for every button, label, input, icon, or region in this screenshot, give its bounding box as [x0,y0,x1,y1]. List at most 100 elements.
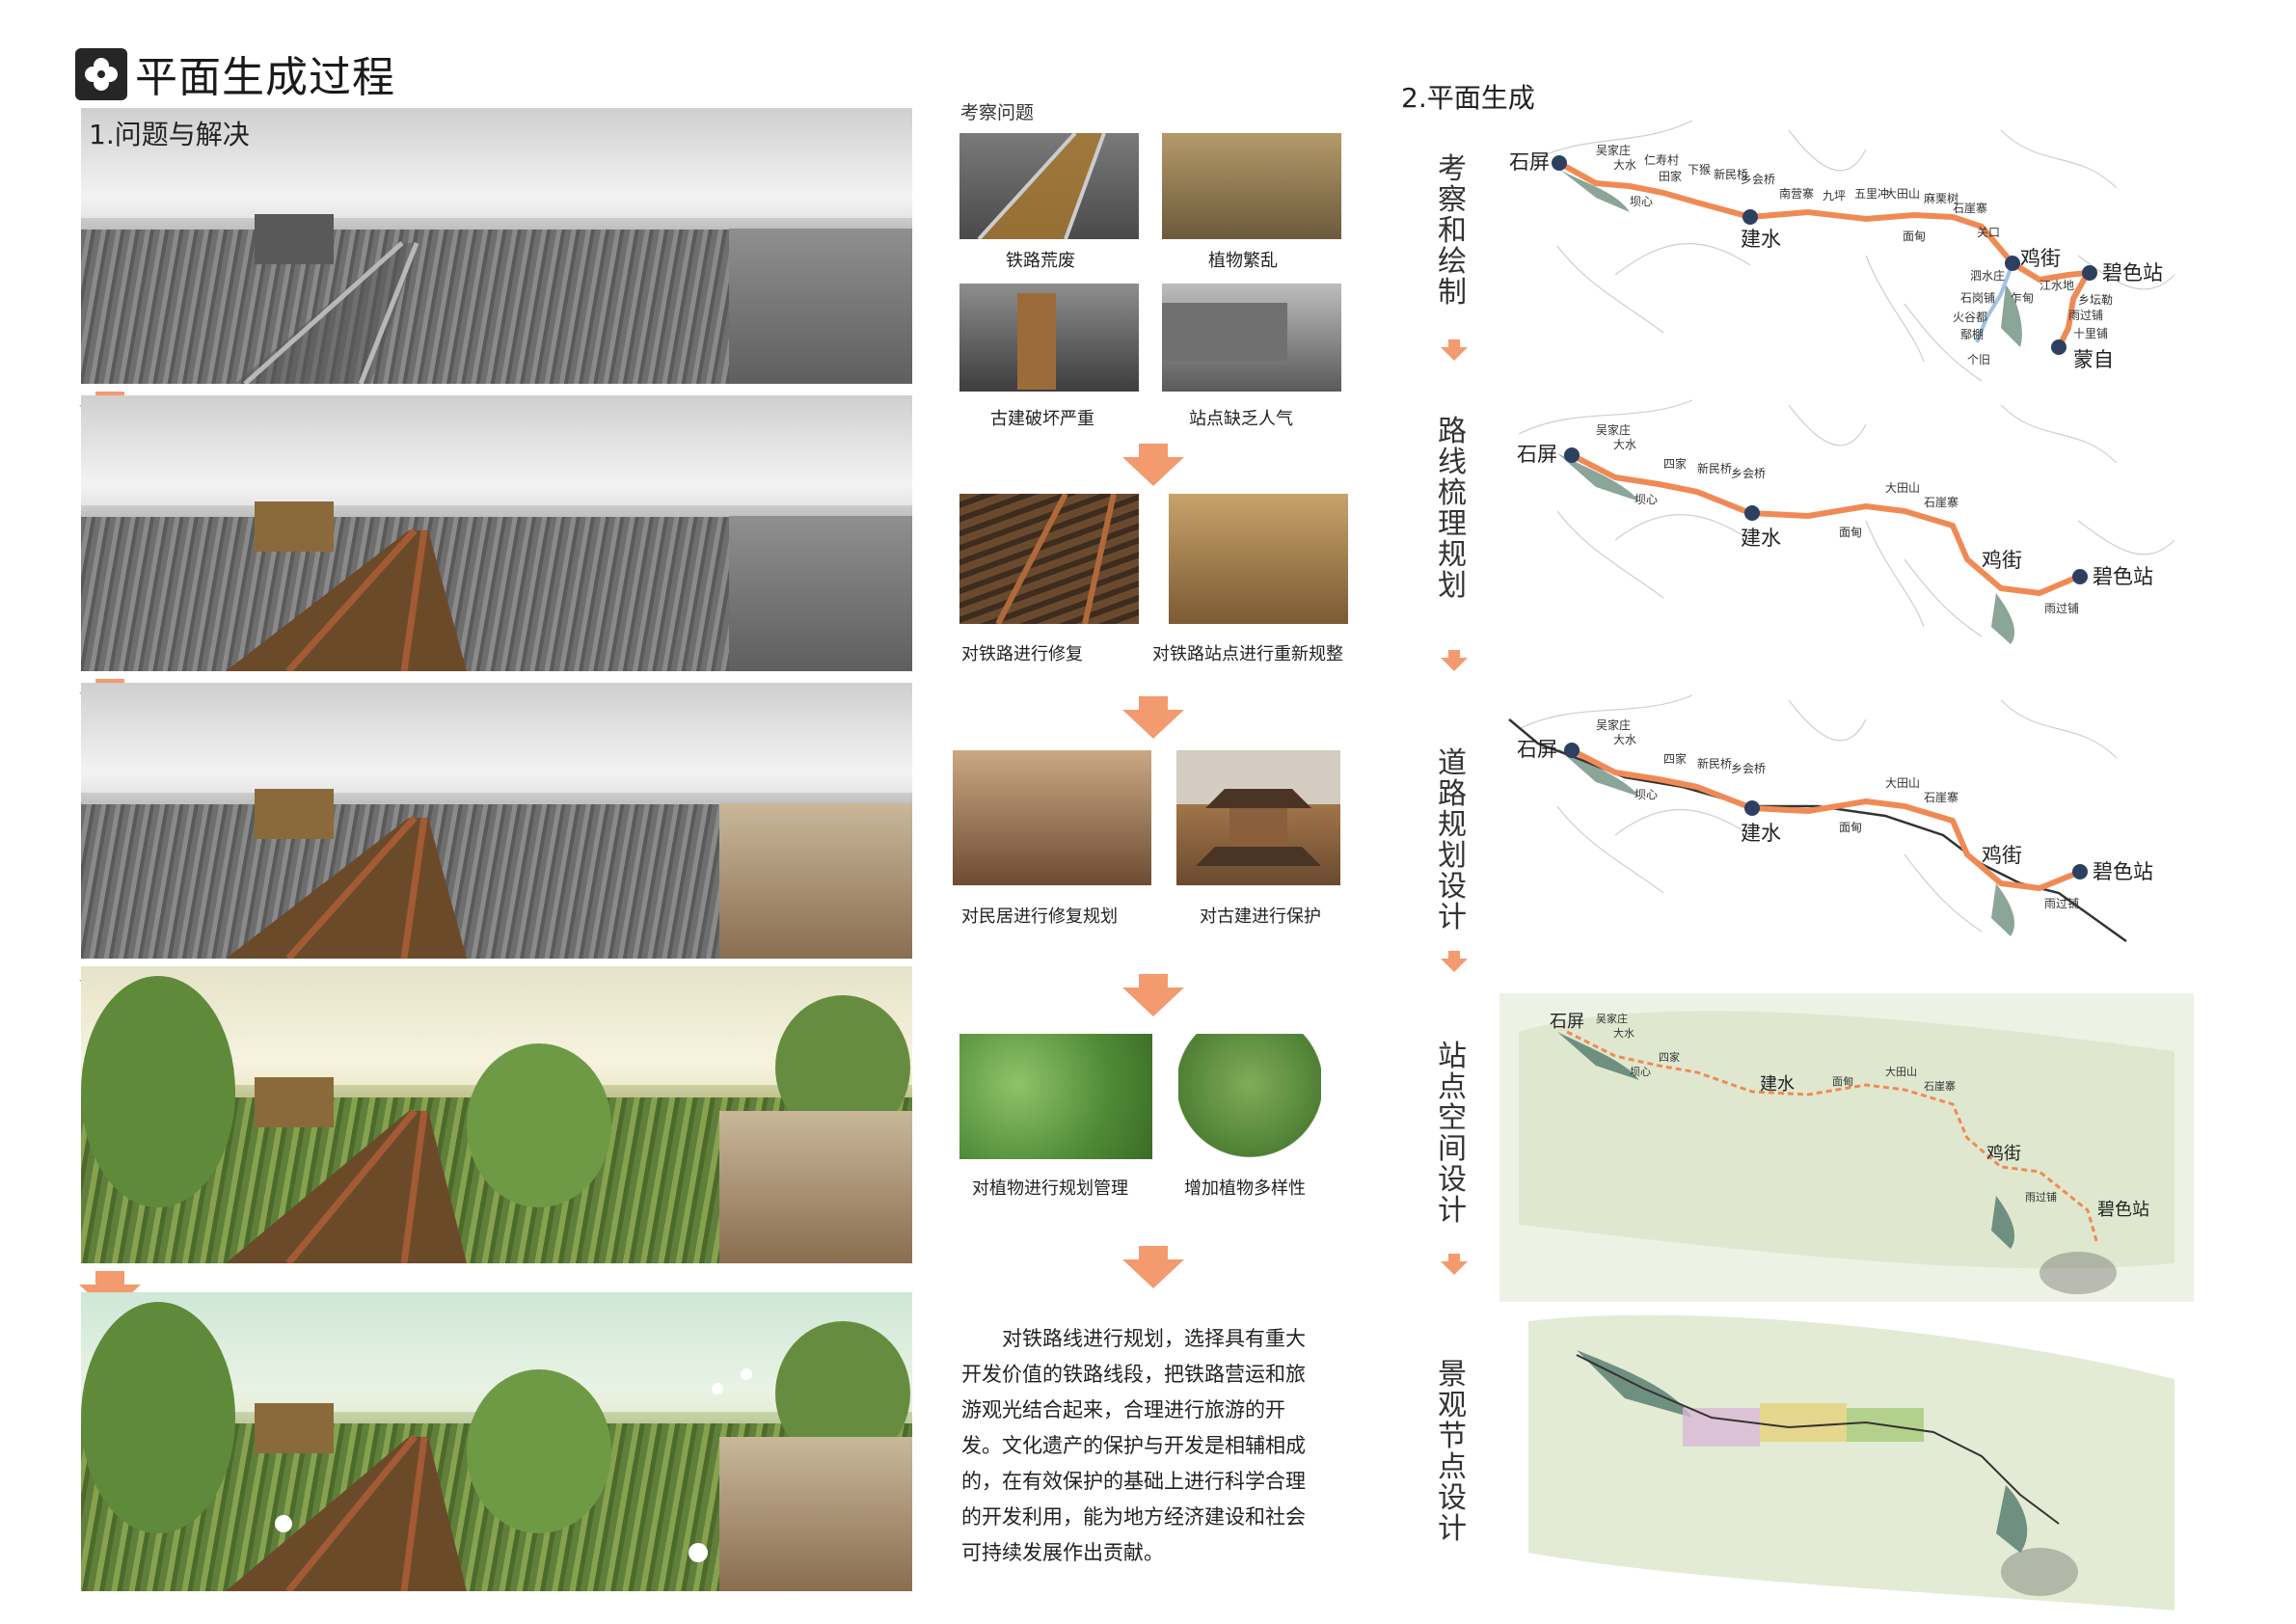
map1-small: 坝心 [1630,195,1653,208]
page-title: 平面生成过程 [135,53,395,102]
map2-small: 吴家庄 [1596,422,1631,437]
map1-small: 五里冲 [1854,186,1889,201]
map4-small: 雨过铺 [2025,1191,2057,1204]
map1-small: 江水地 [2039,279,2074,292]
map3-small: 新民桥 [1697,756,1732,771]
map1-small: 乡坛勒 [2078,293,2113,307]
step-label-landscape: 景观节点设计 [1438,1358,1467,1546]
map3-small: 雨过铺 [2044,897,2079,910]
map2-small: 面甸 [1839,526,1862,539]
scene-panel-1 [81,108,912,384]
caption-old-buildings: 古建破坏严重 [990,409,1094,429]
map2-label-jianshui: 建水 [1741,527,1781,550]
arrow-down-icon [1448,951,1460,961]
map1-small: 下猴 [1688,163,1711,176]
step-label-survey: 考察和绘制 [1438,152,1467,310]
arrow-down-icon [1448,339,1460,349]
caption-station-popularity: 站点缺乏人气 [1189,409,1293,429]
arrow-down-icon [1122,457,1184,486]
map1-small: 大田山 [1885,187,1920,201]
map3-label-jianshui: 建水 [1741,822,1781,845]
map2-label-shiping: 石屏 [1517,443,1557,466]
map2-small: 四家 [1663,456,1687,471]
caption-plants-messy: 植物繁乱 [1208,251,1278,271]
map3-small: 石崖寨 [1924,790,1958,804]
map3-small: 吴家庄 [1596,717,1631,732]
map1-small: 南营寨 [1779,186,1814,201]
map1-label-mengzi: 蒙自 [2073,348,2114,371]
map4-label-bise: 碧色站 [2097,1200,2149,1220]
map1-small: 大水 [1613,158,1636,172]
map2-label-bise: 碧色站 [2093,565,2153,588]
step-label-road: 道路规划设计 [1438,746,1467,934]
map4-label-shiping: 石屏 [1550,1012,1584,1032]
thumb-plant-management [959,1034,1152,1159]
map3-label-shiping: 石屏 [1517,738,1557,761]
step-label-station: 站点空间设计 [1438,1040,1467,1228]
map4-small: 石崖寨 [1924,1079,1956,1093]
summary-paragraph: 对铁路线进行规划，选择具有重大开发价值的铁路线段，把铁路营运和旅游观光结合起来，… [961,1327,1306,1564]
thumb-rail-abandoned [959,133,1139,239]
map-survey: 石屏 建水 鸡街 碧色站 蒙自 吴家庄 大水 仁寿村 坝心 田家 下猴 新民桥 … [1509,120,2175,382]
map1-small: 鄢棚 [1960,327,1984,341]
arrow-down-icon [1139,1246,1168,1261]
map4-small: 大水 [1613,1026,1634,1040]
map1-small: 火谷都 [1953,311,1987,324]
map1-small: 九坪 [1823,189,1846,203]
caption-plant-diversity: 增加植物多样性 [1184,1178,1306,1199]
map1-small: 田家 [1659,169,1682,183]
map-route: 石屏 建水 鸡街 碧色站 吴家庄 大水 坝心 四家 新民桥 乡会桥 面甸 大田山… [1517,399,2175,644]
map1-small: 吴家庄 [1596,143,1631,157]
map2-label-jijie: 鸡街 [1982,549,2022,572]
map3-label-bise: 碧色站 [2093,860,2153,883]
caption-repair-houses: 对民居进行修复规划 [961,907,1118,927]
arrow-down-icon [1441,959,1468,972]
caption-protect-buildings: 对古建进行保护 [1200,907,1321,927]
map2-small: 坝心 [1634,493,1658,506]
map1-small: 石崖寨 [1953,201,1987,215]
map-road: 石屏 建水 鸡街 碧色站 吴家庄 大水 坝心 四家 新民桥 乡会桥 面甸 大田山… [1508,694,2153,943]
arrow-down-icon [1122,1259,1184,1288]
map2-small: 新民桥 [1697,461,1732,475]
map4-label-jianshui: 建水 [1760,1074,1795,1095]
caption-repair-railway: 对铁路进行修复 [961,644,1083,664]
clover-icon [75,48,127,100]
scene-panel-3 [81,683,912,959]
map3-small: 乡会桥 [1731,762,1766,775]
thumb-replan-station [1169,494,1348,624]
map1-small: 乍甸 [2011,290,2034,305]
scene-panel-4 [81,966,912,1263]
arrow-down-icon [1448,650,1460,660]
map3-label-jijie: 鸡街 [1982,844,2022,867]
map2-small: 大田山 [1885,481,1920,495]
arrow-down-icon [1441,347,1468,361]
map2-small: 大水 [1613,438,1636,451]
map1-small: 乡会桥 [1741,173,1775,186]
scene-panel-5 [81,1292,912,1591]
map1-small: 十里铺 [2073,327,2108,340]
section-title-problems: 1.问题与解决 [89,119,250,150]
map4-label-jijie: 鸡街 [1986,1144,2021,1164]
thumb-repair-houses [953,750,1151,885]
map1-small: 麻栗树 [1924,191,1958,205]
arrow-down-icon [1139,444,1168,459]
caption-plant-management: 对植物进行规划管理 [972,1178,1128,1199]
map3-small: 坝心 [1634,788,1658,801]
caption-rail-abandoned: 铁路荒废 [1006,251,1075,271]
map3-small: 四家 [1663,751,1687,766]
arrow-down-icon [1122,988,1184,1016]
map4-small: 坝心 [1630,1065,1651,1078]
map1-small: 石岗铺 [1960,291,1995,305]
map1-small: 仁寿村 [1644,153,1679,167]
map3-small: 大水 [1613,733,1636,746]
scene-panel-2 [81,395,912,671]
map1-small: 面甸 [1903,230,1926,243]
map3-small: 大田山 [1885,776,1920,790]
map1-label-shiping: 石屏 [1509,150,1550,174]
map1-small: 关口 [1977,226,2000,239]
map4-small: 吴家庄 [1596,1012,1628,1025]
arrow-down-icon [95,1271,124,1286]
thumb-repair-railway [959,494,1139,624]
map1-label-jijie: 鸡街 [2020,247,2061,270]
map1-small: 雨过铺 [2068,309,2103,322]
